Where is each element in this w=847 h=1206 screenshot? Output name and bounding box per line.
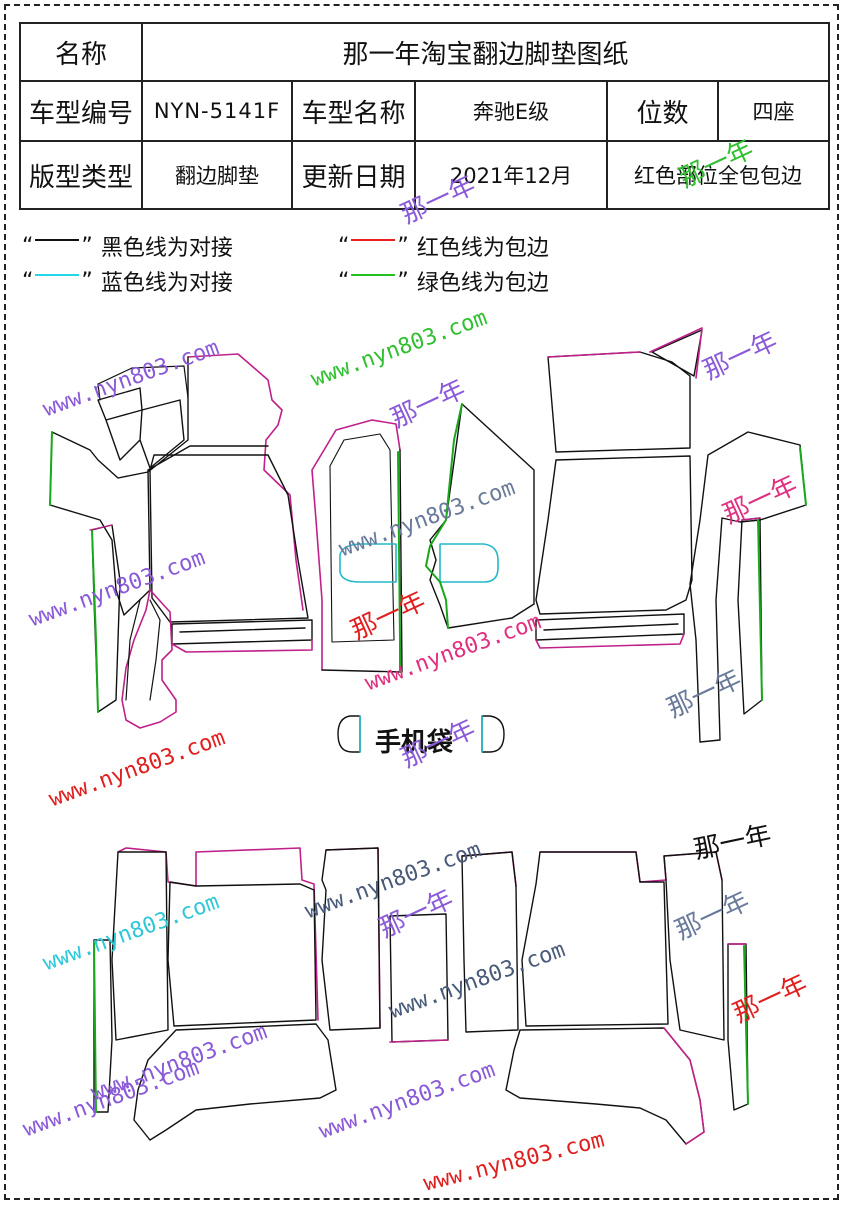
red-line-swatch: [351, 239, 396, 241]
name-label: 名称: [19, 22, 143, 82]
quote-close: ”: [397, 268, 409, 294]
front-left-top-fold: [97, 365, 189, 401]
black-line-swatch: [35, 239, 80, 241]
type-label: 版型类型: [19, 140, 143, 210]
quote-open: “: [22, 268, 34, 294]
front-left-side-trim: [89, 524, 113, 531]
rear-right-mat-group: [461, 851, 749, 1145]
legend-cyan-text: 蓝色线为对接: [100, 271, 233, 296]
cyan-line-swatch: [35, 274, 80, 276]
rear-right-panel-c: [663, 851, 725, 1041]
front-left-side-green: [91, 529, 99, 713]
front-left-top-trim: [187, 353, 304, 611]
rear-right-wheel-trim: [663, 1027, 705, 1145]
rear-tunnel-trim: [389, 1039, 449, 1043]
front-left-pedal-outline: [125, 599, 161, 701]
rear-left-side-green: [93, 941, 97, 1113]
update-date: 2021年12月: [414, 140, 608, 210]
front-left-side-green2: [49, 431, 53, 506]
legend-black: “ ” 黑色线为对接: [22, 230, 233, 262]
legend-black-text: 黑色线为对接: [100, 236, 233, 261]
front-right-floor: [535, 455, 693, 615]
center-left-strip-outline: [321, 449, 403, 673]
rear-left-panel-a: [111, 851, 169, 1041]
front-right-side-green: [799, 447, 807, 506]
quote-open: “: [22, 233, 34, 259]
spec-table: 名称 那一年淘宝翻边脚垫图纸 车型编号 NYN-5141F 车型名称 奔驰E级 …: [19, 22, 831, 210]
green-line-swatch: [351, 274, 396, 276]
page-border: [4, 4, 839, 1200]
rear-right-panel-a: [461, 851, 519, 1033]
quote-close: ”: [81, 268, 93, 294]
legend-cyan: “ ” 蓝色线为对接: [22, 265, 233, 297]
model-code-label: 车型编号: [19, 80, 143, 142]
rear-right-top-trim: [461, 851, 723, 887]
center-left-strip-inner: [329, 433, 395, 643]
front-left-top-outline: [49, 356, 269, 616]
phone-bag-right-tab: [481, 715, 505, 753]
front-left-pedal-trim: [121, 589, 177, 729]
rear-left-wheel-floor: [133, 1023, 337, 1141]
model-code: NYN-5141F: [141, 80, 293, 142]
front-right-triangle-trim: [649, 327, 703, 379]
front-right-strip-trim: [741, 517, 761, 521]
front-left-small-panel: [97, 387, 185, 469]
phone-bag-pieces: [337, 543, 505, 753]
quote-open: “: [338, 233, 350, 259]
front-right-mat-group: [425, 327, 807, 743]
front-right-top-trim: [547, 351, 641, 358]
rear-left-side-strip: [93, 939, 113, 1113]
model-name-label: 车型名称: [291, 80, 416, 142]
quote-close: ”: [81, 233, 93, 259]
legend-green-text: 绿色线为包边: [416, 271, 549, 296]
front-left-bottom-trim: [171, 639, 313, 653]
rear-left-floor: [167, 881, 317, 1027]
legend-red-text: 红色线为包边: [416, 236, 549, 261]
rear-right-side-green: [743, 945, 749, 1105]
model-name: 奔驰E级: [414, 80, 608, 142]
rear-left-panel-c: [321, 847, 381, 1031]
front-right-top-panel: [547, 351, 691, 453]
legend-green: “ ” 绿色线为包边: [338, 265, 549, 297]
center-left-strip-trim: [311, 419, 401, 671]
seats-label: 位数: [606, 80, 719, 142]
legend-red: “ ” 红色线为包边: [338, 230, 549, 262]
type-value: 翻边脚垫: [141, 140, 293, 210]
phone-bag-left-tab: [337, 715, 361, 753]
rear-left-top-trim: [117, 847, 381, 1029]
phone-pocket-right: [439, 543, 499, 583]
quote-close: ”: [397, 233, 409, 259]
front-right-bottom-trim: [535, 633, 685, 649]
rear-right-floor: [521, 851, 669, 1027]
front-left-floor: [149, 454, 309, 623]
rear-center-tunnel-group: [389, 913, 449, 1043]
quote-open: “: [338, 268, 350, 294]
phone-pocket-left: [339, 543, 397, 583]
trim-note: 红色部位全包包边: [605, 140, 831, 210]
front-left-mat-group: [49, 353, 313, 729]
front-left-sill: [171, 619, 313, 645]
rear-right-wheel-floor: [505, 1027, 705, 1145]
center-right-strip-green: [425, 403, 463, 629]
phone-bag-label: 手机袋: [375, 728, 454, 758]
front-right-strip-green: [757, 519, 763, 701]
seats-value: 四座: [716, 80, 831, 142]
front-right-sill: [535, 613, 685, 641]
front-right-triangle: [651, 329, 703, 377]
doc-title: 那一年淘宝翻边脚垫图纸: [140, 22, 831, 82]
rear-left-mat-group: [93, 847, 381, 1141]
center-left-strip-group: [311, 419, 403, 673]
center-right-strip-outline: [429, 403, 535, 629]
center-left-strip-green: [397, 451, 401, 673]
update-label: 更新日期: [291, 140, 416, 210]
